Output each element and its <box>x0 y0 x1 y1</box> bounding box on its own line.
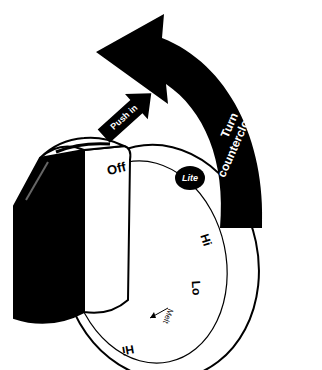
melt-arrowhead <box>150 312 156 318</box>
dial-lite: Lite <box>182 174 198 183</box>
dial-off: Off <box>105 159 126 176</box>
knob-top-groove <box>56 144 110 152</box>
knob-right-face <box>84 146 130 313</box>
dial-lo: Lo <box>189 280 202 295</box>
knob-highlight <box>26 162 48 200</box>
knob-left-face <box>14 150 84 323</box>
lite-badge <box>175 166 205 190</box>
dial-hi-low: Hi <box>121 343 135 357</box>
